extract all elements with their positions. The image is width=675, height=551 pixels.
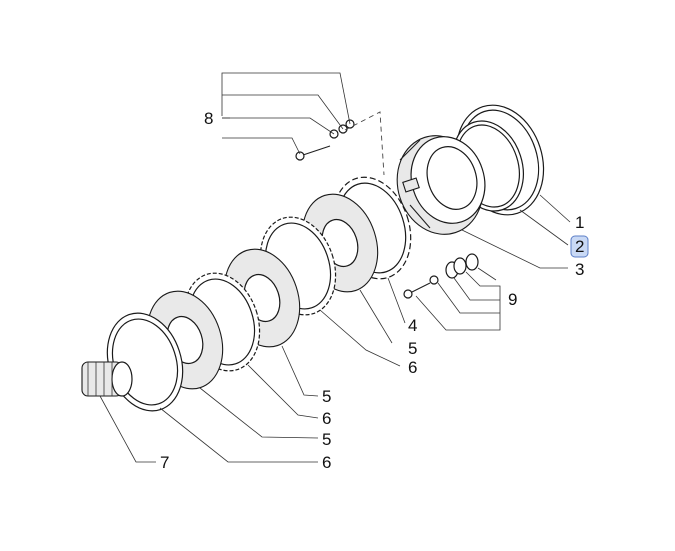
callout-4[interactable]: 4 (408, 316, 417, 335)
callout-5-upper[interactable]: 5 (408, 339, 417, 358)
callout-3[interactable]: 3 (575, 260, 584, 279)
leader-lines (99, 72, 571, 463)
callout-2[interactable]: 2 (575, 237, 584, 256)
callout-1[interactable]: 1 (575, 213, 584, 232)
callout-9[interactable]: 9 (508, 290, 517, 309)
callout-5-mid[interactable]: 5 (322, 387, 331, 406)
callout-8[interactable]: 8 (204, 109, 213, 128)
callout-6-mid[interactable]: 6 (322, 409, 331, 428)
callout-7[interactable]: 7 (160, 453, 169, 472)
assembly-path-top (344, 111, 385, 176)
callout-6-upper[interactable]: 6 (408, 358, 417, 377)
splined-hub[interactable] (81, 361, 133, 397)
bolt-spring-set[interactable] (403, 253, 479, 299)
bolt-set-top[interactable] (295, 119, 355, 161)
callout-6-lower[interactable]: 6 (322, 453, 331, 472)
callout-2-highlight (570, 235, 589, 258)
callout-5-lower[interactable]: 5 (322, 430, 331, 449)
clutch-piston-housing[interactable] (385, 124, 496, 245)
